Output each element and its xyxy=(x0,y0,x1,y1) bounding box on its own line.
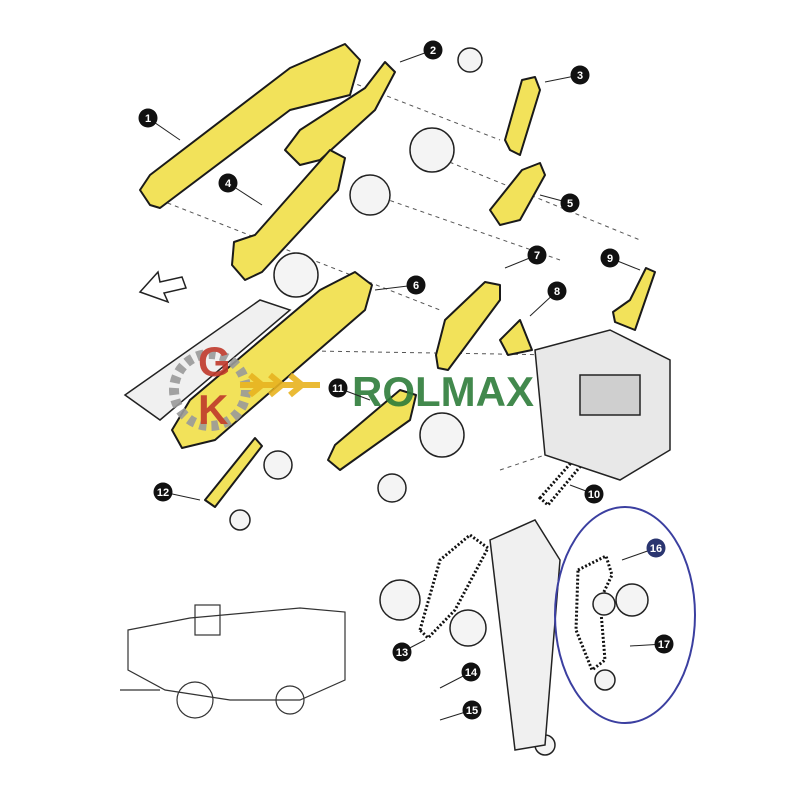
arrow-icon xyxy=(138,270,187,304)
belt-4 xyxy=(231,149,346,281)
watermark-logo-letter-k: K xyxy=(198,386,228,433)
callout-badge xyxy=(547,281,567,301)
callout-label: 3 xyxy=(577,70,583,82)
pulley xyxy=(419,412,465,458)
callout-label: 15 xyxy=(466,705,478,717)
frame-housing xyxy=(123,299,292,421)
callout-badge xyxy=(406,275,426,295)
callout-label: 10 xyxy=(588,489,600,501)
pulleys xyxy=(229,47,649,756)
chain-13 xyxy=(418,533,490,641)
belt-8 xyxy=(499,319,533,356)
callout-badge xyxy=(392,642,412,662)
callout-label: 7 xyxy=(534,250,540,262)
callout-label: 12 xyxy=(157,487,169,499)
belt-9 xyxy=(612,267,656,331)
belt-1 xyxy=(139,43,361,209)
callout-label: 2 xyxy=(430,45,436,57)
callout-badge xyxy=(462,700,482,720)
callout-badge xyxy=(560,193,580,213)
callout-badge xyxy=(328,378,348,398)
watermark-brand: ROLMAX xyxy=(352,368,534,415)
callout-badge xyxy=(218,173,238,193)
callout-label: 16 xyxy=(650,543,662,555)
callout-badge xyxy=(527,245,547,265)
belt-7 xyxy=(435,281,501,371)
callout-label: 6 xyxy=(413,280,419,292)
pulley xyxy=(377,473,407,503)
pulley xyxy=(457,47,483,73)
callout-label: 14 xyxy=(465,667,478,679)
wheat-icon xyxy=(240,372,320,398)
callout-badge xyxy=(570,65,590,85)
callout-badge xyxy=(600,248,620,268)
callout-badge xyxy=(584,484,604,504)
pulley xyxy=(263,450,293,480)
callout-label: 8 xyxy=(554,286,560,298)
chain-16 xyxy=(574,553,614,673)
callout-badge xyxy=(423,40,443,60)
pulley xyxy=(229,509,251,531)
callout-label: 5 xyxy=(567,198,573,210)
belt-2 xyxy=(284,61,396,166)
sprocket xyxy=(379,579,421,621)
pulley xyxy=(273,252,319,298)
elevator-housing xyxy=(489,519,561,751)
callout-badge xyxy=(461,662,481,682)
callout-label: 11 xyxy=(332,383,344,395)
callout-badge xyxy=(646,538,666,558)
watermark-logo-letter-g: G xyxy=(198,338,231,385)
belt-12 xyxy=(204,437,263,508)
highlight-ellipse xyxy=(554,506,696,724)
callout-badge xyxy=(654,634,674,654)
belt-11 xyxy=(327,389,417,471)
combine-harvester-thumbnail xyxy=(120,604,346,719)
callout-label: 9 xyxy=(607,253,613,265)
watermark-gear-icon xyxy=(169,349,251,431)
sprocket xyxy=(594,669,616,691)
sprocket xyxy=(615,583,649,617)
sprocket xyxy=(449,609,487,647)
sprocket xyxy=(592,592,616,616)
callout-label: 1 xyxy=(145,113,151,125)
chains xyxy=(418,452,614,673)
callout-label: 4 xyxy=(225,178,232,190)
callout-badge xyxy=(153,482,173,502)
belts xyxy=(139,43,656,508)
pulley xyxy=(349,174,391,216)
engine-block xyxy=(534,329,671,481)
watermark: G K ROLMAX xyxy=(169,338,534,433)
callout-label: 17 xyxy=(658,639,670,651)
callout-badge xyxy=(138,108,158,128)
belt-5 xyxy=(489,162,546,226)
callout-label: 13 xyxy=(396,647,408,659)
pulley xyxy=(409,127,455,173)
belt-3 xyxy=(504,76,541,156)
